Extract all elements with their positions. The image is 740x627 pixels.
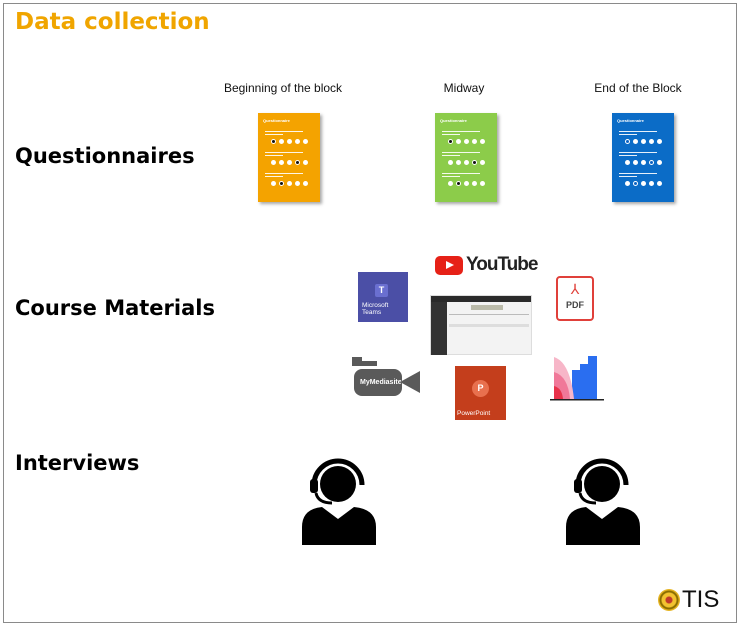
rating-dot [649, 181, 654, 186]
rating-dot [641, 139, 646, 144]
powerpoint-label: PowerPoint [457, 410, 491, 417]
questionnaire-card: Questionnaire [612, 113, 674, 202]
rating-dot [287, 181, 292, 186]
heading-course-materials: Course Materials [15, 296, 215, 320]
rating-dot [303, 181, 308, 186]
card-title: Questionnaire [440, 118, 467, 123]
rating-row [625, 139, 669, 144]
slide-title: Data collection [15, 9, 210, 35]
slide-frame [3, 3, 737, 623]
rating-dot [464, 181, 469, 186]
teams-label: Microsoft Teams [362, 302, 389, 317]
mymediasite-camera-icon: MyMediasite [352, 357, 420, 397]
rating-dot [625, 139, 630, 144]
rating-dot [657, 139, 662, 144]
rating-row [625, 181, 669, 186]
pdf-icon: ⅄ PDF [556, 276, 594, 321]
tis-logo-text: TIS [682, 586, 720, 613]
tis-logo: TIS [658, 586, 719, 614]
label-beginning: Beginning of the block [223, 81, 343, 95]
rating-dot [633, 181, 638, 186]
rating-dot [649, 160, 654, 165]
rating-dot [279, 181, 284, 186]
heading-interviews: Interviews [15, 451, 140, 475]
rating-dot [287, 160, 292, 165]
rating-dot [472, 139, 477, 144]
rating-dot [448, 139, 453, 144]
rating-row [271, 160, 315, 165]
rating-dot [303, 160, 308, 165]
powerpoint-logo-letter: P [472, 380, 489, 397]
label-midway: Midway [443, 81, 485, 95]
rating-row [448, 181, 492, 186]
youtube-label: YouTube [466, 254, 538, 275]
pdf-label: PDF [566, 300, 584, 310]
heading-questionnaires: Questionnaires [15, 144, 195, 168]
questionnaire-card: Questionnaire [435, 113, 497, 202]
rating-dot [295, 139, 300, 144]
rating-dot [271, 139, 276, 144]
rating-dot [456, 160, 461, 165]
rating-dot [456, 181, 461, 186]
rating-dot [480, 181, 485, 186]
rating-dot [448, 181, 453, 186]
rating-dot [633, 139, 638, 144]
rating-dot [464, 139, 469, 144]
rating-dot [456, 139, 461, 144]
rating-dot [472, 160, 477, 165]
rating-row [448, 139, 492, 144]
label-end: End of the Block [594, 81, 682, 95]
rating-dot [657, 160, 662, 165]
interviewer-headset-icon [566, 458, 640, 545]
course-page-screenshot [430, 295, 532, 355]
rating-dot [625, 160, 630, 165]
rating-dot [657, 181, 662, 186]
powerpoint-icon: P PowerPoint [455, 366, 506, 420]
rating-dot [641, 181, 646, 186]
rating-dot [480, 160, 485, 165]
rating-dot [641, 160, 646, 165]
interviewee-headset-icon [302, 458, 376, 545]
rating-row [625, 160, 669, 165]
youtube-logo: YouTube [435, 254, 538, 276]
rating-dot [480, 139, 485, 144]
rating-dot [271, 160, 276, 165]
rating-dot [295, 181, 300, 186]
rating-row [448, 160, 492, 165]
rating-dot [633, 160, 638, 165]
rating-dot [472, 181, 477, 186]
microsoft-teams-icon: T Microsoft Teams [358, 272, 408, 322]
rating-dot [279, 160, 284, 165]
rating-dot [287, 139, 292, 144]
rating-dot [649, 139, 654, 144]
rating-dot [303, 139, 308, 144]
youtube-play-icon [435, 255, 463, 275]
mymediasite-label: MyMediasite [354, 369, 402, 396]
card-title: Questionnaire [617, 118, 644, 123]
rating-dot [464, 160, 469, 165]
sun-emblem-icon [658, 589, 680, 611]
questionnaire-card: Questionnaire [258, 113, 320, 202]
card-title: Questionnaire [263, 118, 290, 123]
rating-dot [271, 181, 276, 186]
rating-dot [279, 139, 284, 144]
rating-row [271, 139, 315, 144]
rating-dot [295, 160, 300, 165]
rating-dot [625, 181, 630, 186]
rating-row [271, 181, 315, 186]
analytics-chart-icon [550, 356, 604, 401]
rating-dot [448, 160, 453, 165]
